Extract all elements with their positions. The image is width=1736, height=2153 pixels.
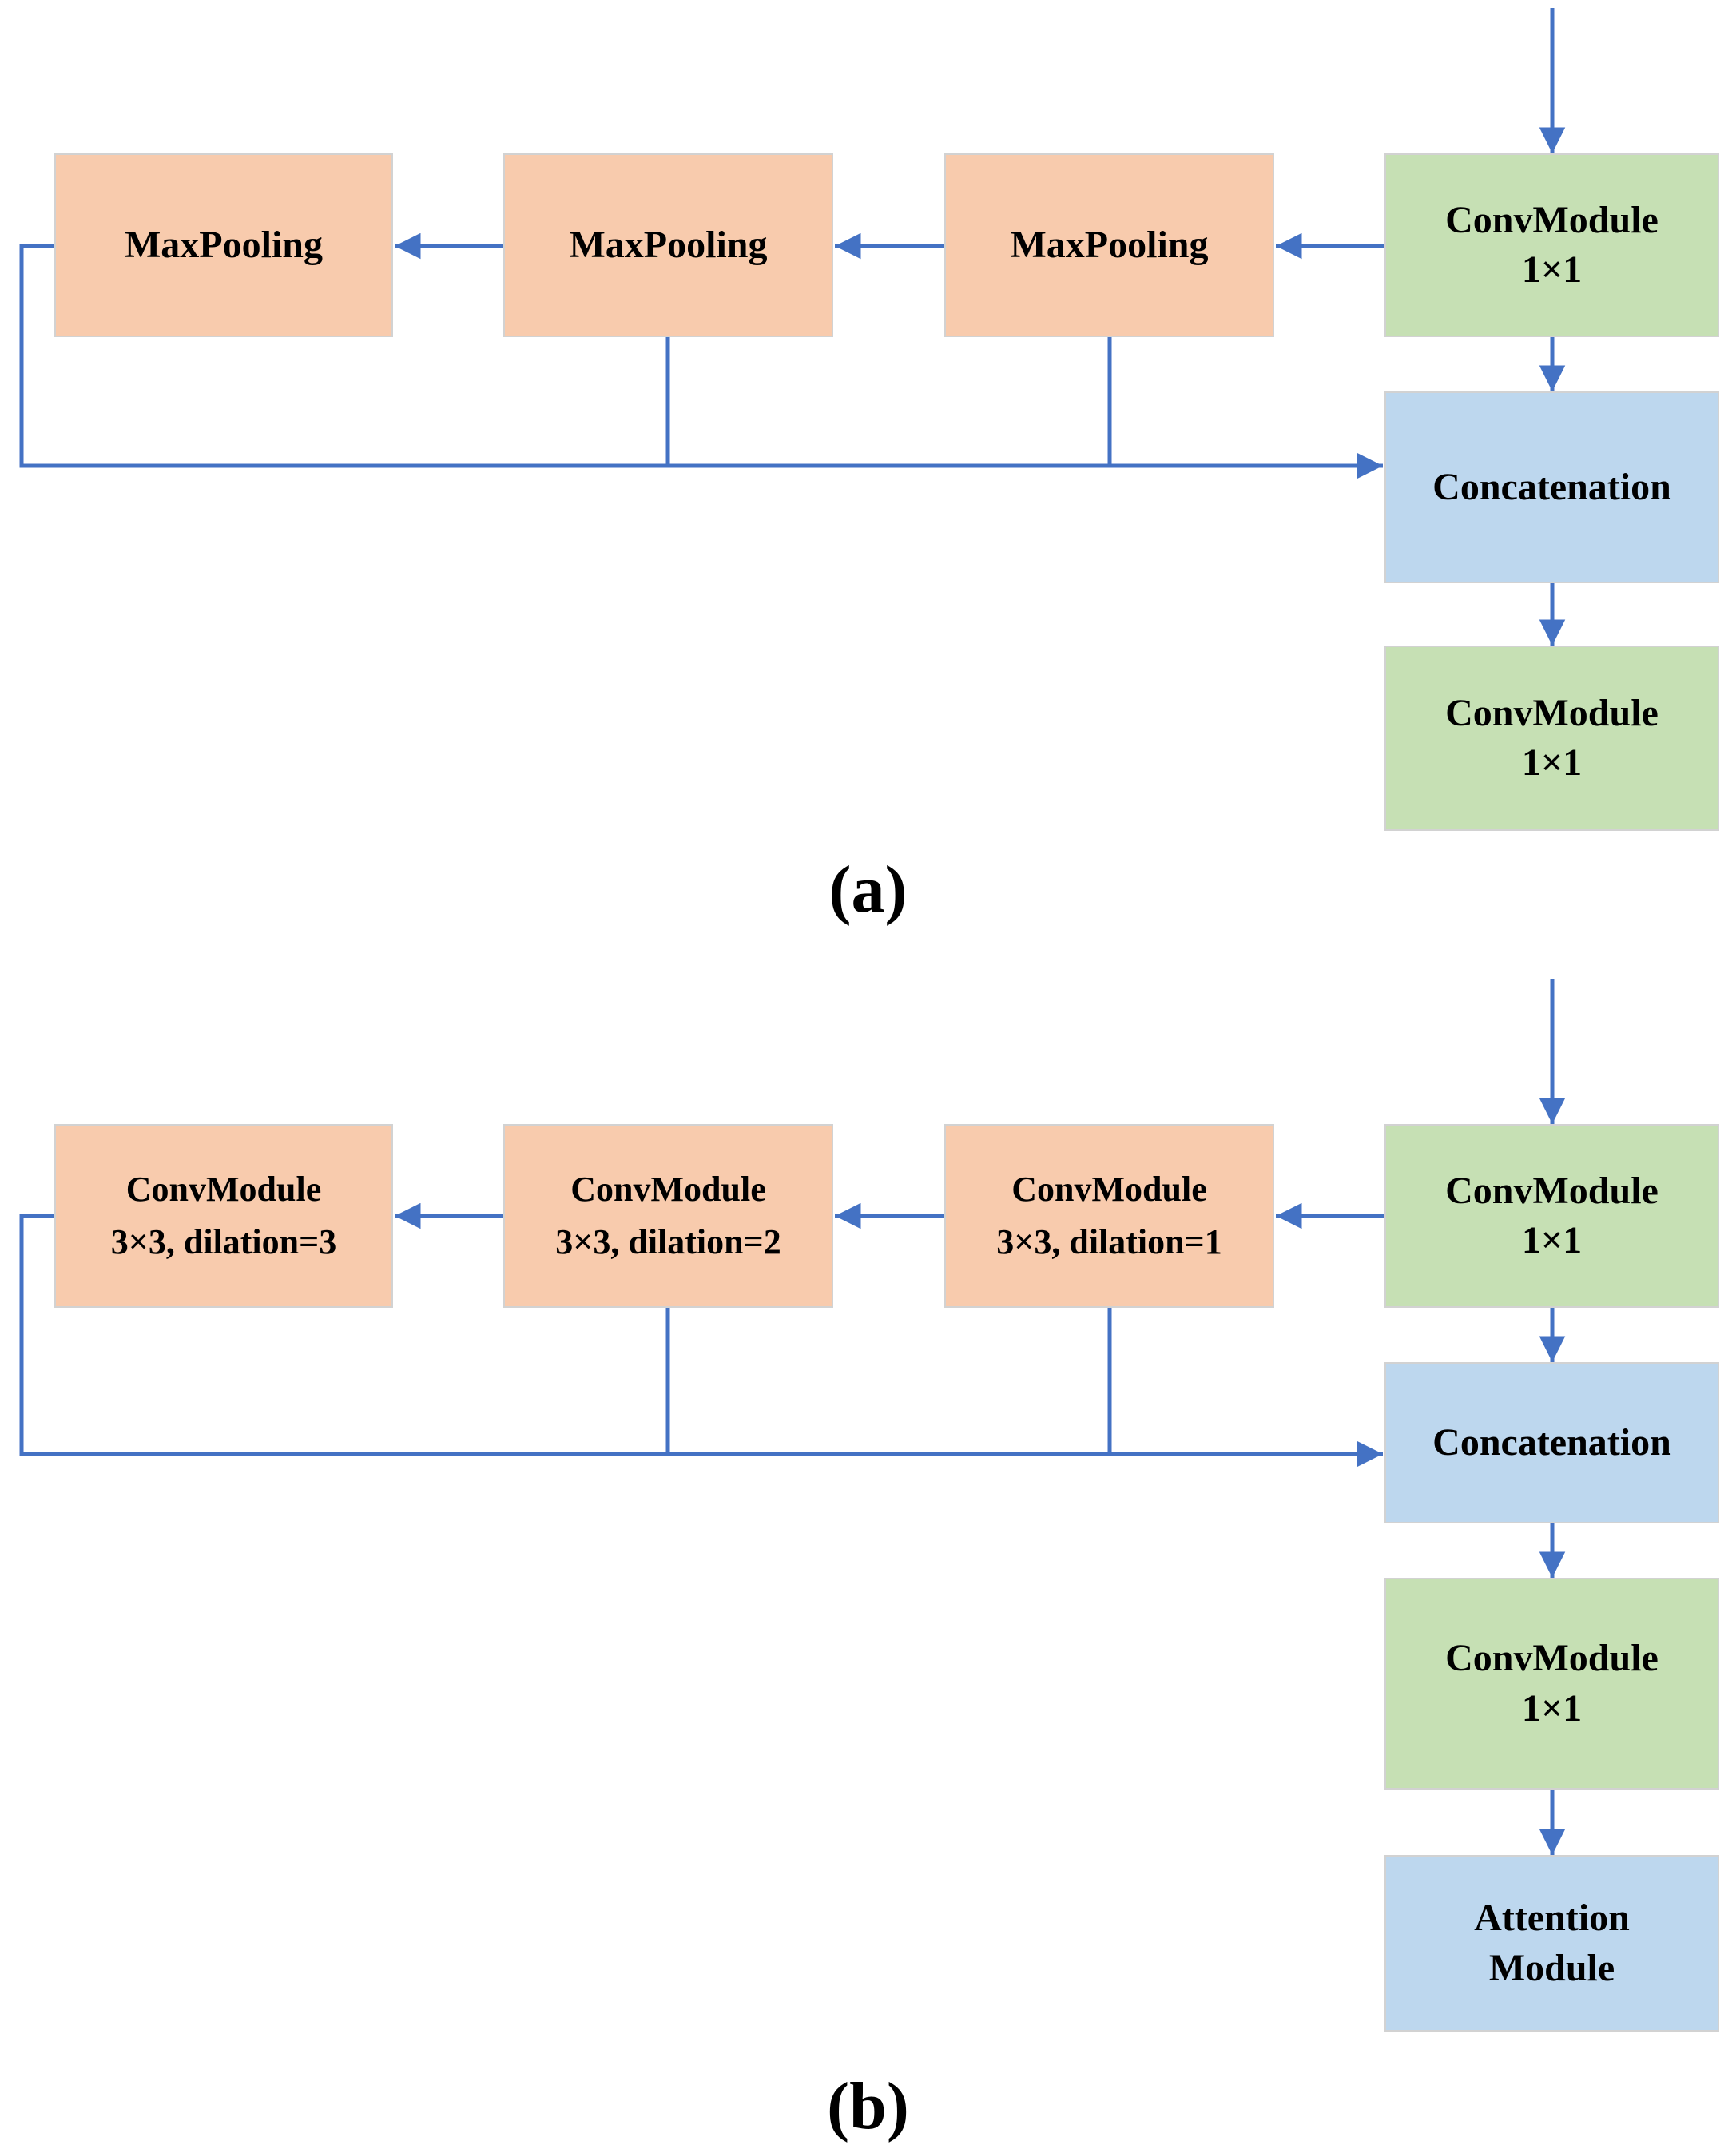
panel-b-caption: (b) bbox=[827, 2069, 909, 2143]
b-attention-module-label-line1: Attention bbox=[1474, 1897, 1630, 1940]
a-convmodule-input-label-line1: ConvModule bbox=[1445, 198, 1659, 241]
b-convmodule-dilation1-label-line1: ConvModule bbox=[1011, 1170, 1207, 1209]
a-concatenation-box: Concatenation bbox=[1384, 391, 1719, 583]
b-convmodule-dilation2-label-line2: 3×3, dilation=2 bbox=[555, 1222, 781, 1261]
a-maxpooling-3-label: MaxPooling bbox=[1010, 223, 1209, 266]
a-maxpooling-3-box: MaxPooling bbox=[944, 153, 1274, 337]
a-maxpooling-2-label: MaxPooling bbox=[569, 223, 768, 266]
a-convmodule-output-box: ConvModule 1×1 bbox=[1384, 646, 1719, 831]
b-convmodule-input-label-line2: 1×1 bbox=[1521, 1219, 1583, 1261]
a-concatenation-label: Concatenation bbox=[1432, 465, 1671, 508]
b-convmodule-dilation1-label-line2: 3×3, dilation=1 bbox=[996, 1222, 1222, 1261]
a-convmodule-output-label-line2: 1×1 bbox=[1521, 741, 1583, 784]
b-convmodule-input-label-line1: ConvModule bbox=[1445, 1169, 1659, 1212]
b-convmodule-dilation3-box: ConvModule 3×3, dilation=3 bbox=[54, 1124, 393, 1308]
b-convmodule-dilation2-label-line1: ConvModule bbox=[570, 1170, 766, 1209]
b-attention-module-label-line2: Module bbox=[1488, 1946, 1615, 1989]
a-convmodule-input-box: ConvModule 1×1 bbox=[1384, 153, 1719, 337]
b-convmodule-dilation1-box: ConvModule 3×3, dilation=1 bbox=[944, 1124, 1274, 1308]
b-convmodule-mid-label-line1: ConvModule bbox=[1445, 1637, 1659, 1680]
a-maxpooling-1-label: MaxPooling bbox=[125, 223, 323, 266]
a-maxpooling-1-box: MaxPooling bbox=[54, 153, 393, 337]
b-attention-module-box: Attention Module bbox=[1384, 1855, 1719, 2032]
b-concatenation-label: Concatenation bbox=[1432, 1420, 1671, 1464]
a-convmodule-output-label-line1: ConvModule bbox=[1445, 691, 1659, 734]
a-feedback-line-to-concat bbox=[19, 244, 1383, 479]
b-convmodule-dilation3-label-line1: ConvModule bbox=[125, 1170, 322, 1209]
b-convmodule-dilation3-label-line2: 3×3, dilation=3 bbox=[110, 1222, 337, 1261]
a-maxpooling-2-box: MaxPooling bbox=[503, 153, 833, 337]
b-convmodule-input-box: ConvModule 1×1 bbox=[1384, 1124, 1719, 1308]
b-concatenation-box: Concatenation bbox=[1384, 1362, 1719, 1523]
a-convmodule-input-label-line2: 1×1 bbox=[1521, 248, 1583, 291]
panel-a-caption: (a) bbox=[828, 852, 908, 927]
b-convmodule-mid-box: ConvModule 1×1 bbox=[1384, 1578, 1719, 1790]
b-convmodule-mid-label-line2: 1×1 bbox=[1521, 1686, 1583, 1730]
b-feedback-line-to-concat bbox=[19, 1214, 1383, 1468]
b-convmodule-dilation2-box: ConvModule 3×3, dilation=2 bbox=[503, 1124, 833, 1308]
